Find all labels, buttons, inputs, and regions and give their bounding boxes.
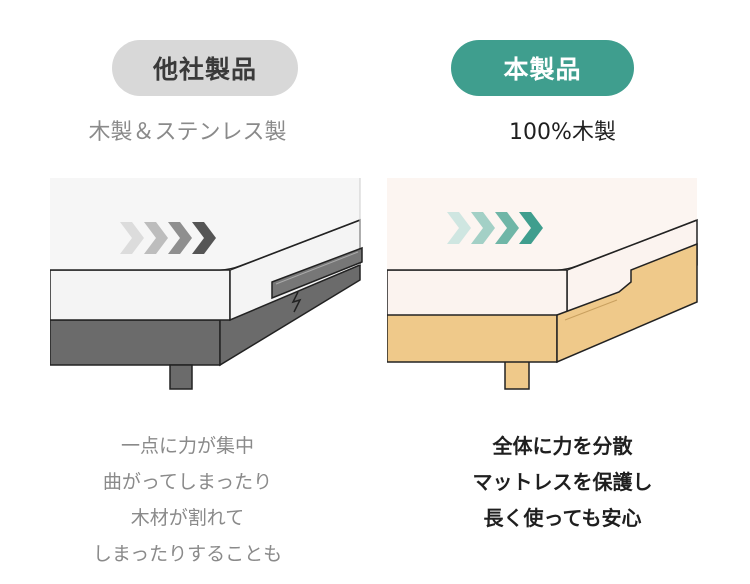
competitor-column: 他社製品 木製＆ステンレス製 一点に力が集中 曲がってしまったり 木材が割: [0, 40, 375, 572]
product-description: 全体に力を分散 マットレスを保護し 長く使っても安心: [375, 428, 750, 536]
arrow-chevrons-icon: [120, 222, 216, 254]
product-description-line: 全体に力を分散: [492, 434, 633, 458]
competitor-description-line: 木材が割れて: [130, 507, 245, 529]
product-material: 100%木製: [509, 120, 616, 145]
competitor-bed-illustration: [50, 178, 363, 390]
competitor-badge: 他社製品: [112, 40, 298, 96]
product-description-line: 長く使っても安心: [483, 506, 642, 530]
competitor-description: 一点に力が集中 曲がってしまったり 木材が割れて しまったりすることも: [0, 428, 375, 572]
competitor-description-line: 曲がってしまったり: [102, 471, 273, 493]
product-description-line: マットレスを保護し: [472, 470, 653, 494]
product-column: 本製品 100%木製 全体に力を分散 マットレスを保護し 長く使っても安心: [375, 0, 750, 584]
competitor-description-line: 一点に力が集中: [120, 435, 254, 457]
arrow-chevrons-icon: [447, 212, 543, 244]
competitor-material: 木製＆ステンレス製: [88, 120, 287, 145]
product-badge: 本製品: [451, 40, 634, 96]
product-bed-illustration: [387, 178, 698, 390]
competitor-description-line: しまったりすることも: [92, 543, 283, 565]
